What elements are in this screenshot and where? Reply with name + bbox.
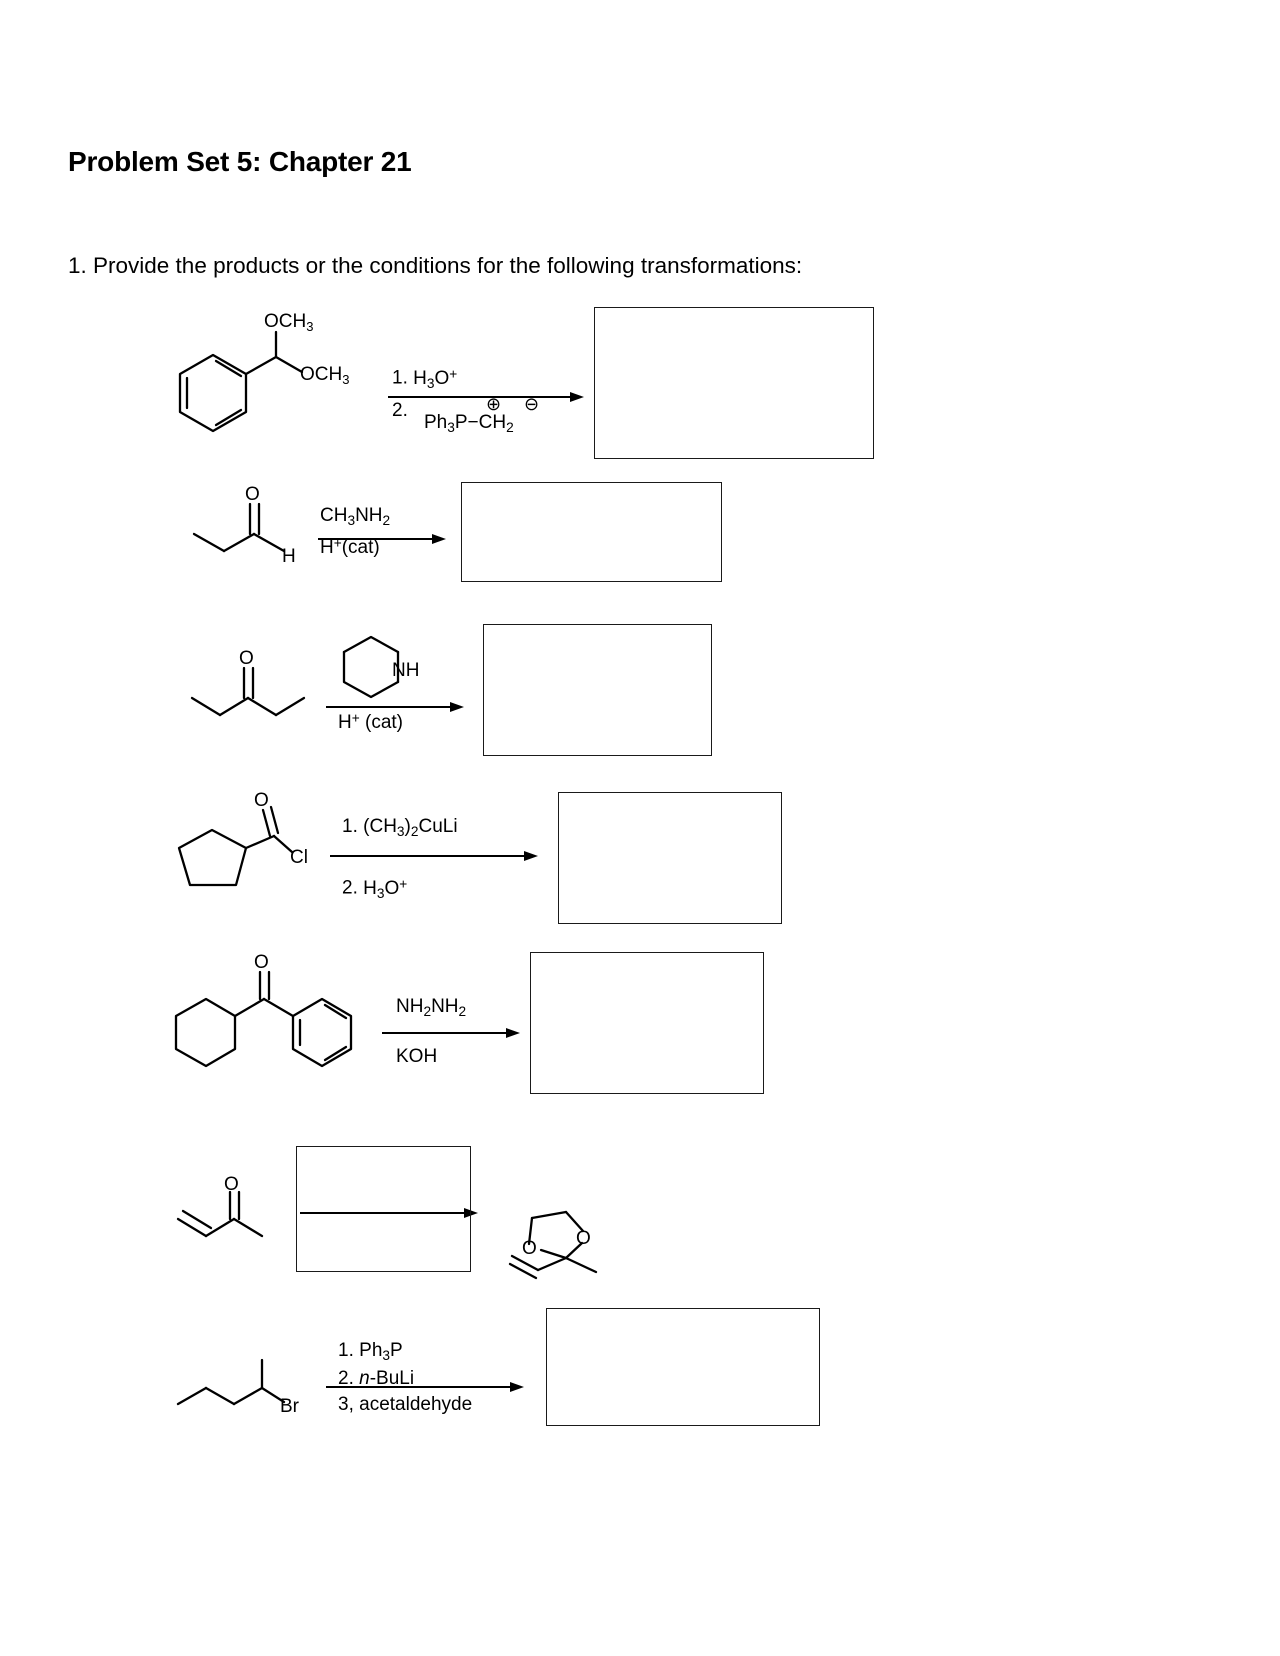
- answer-box-7[interactable]: [546, 1308, 820, 1426]
- label-dioxolane-oxygen-left: O: [522, 1238, 537, 1259]
- reagent-hydrazine: NH2NH2: [396, 996, 467, 1019]
- reagent-methylenetriphenylphosphorane: Ph3P−CH2: [424, 412, 514, 435]
- reagent-potassium-hydroxide: KOH: [396, 1046, 438, 1067]
- label-carbonyl-oxygen-2: O: [245, 484, 260, 505]
- label-dioxolane-oxygen-right: O: [576, 1228, 591, 1249]
- conditions-7-step1: 1. Ph3P: [338, 1340, 403, 1364]
- conditions-5-hydrazine: NH2NH2: [396, 996, 466, 1020]
- answer-box-3[interactable]: [483, 624, 712, 756]
- step-number-7b: 2.: [338, 1368, 354, 1389]
- reaction-arrow-5: [382, 1026, 524, 1045]
- answer-box-4[interactable]: [558, 792, 782, 924]
- label-chlorine: Cl: [290, 847, 308, 868]
- structure-benzaldehyde-dimethyl-acetal: OCH3 OCH3: [168, 311, 398, 442]
- reaction-arrow-3: [326, 700, 468, 719]
- reagent-methylamine: CH3NH2: [320, 505, 391, 528]
- reaction-arrow-1: [388, 390, 588, 409]
- reagent-acetaldehyde: acetaldehyde: [359, 1394, 473, 1415]
- conditions-4-step2: 2. H3O+: [342, 876, 407, 902]
- label-carbonyl-oxygen-6: O: [224, 1174, 239, 1195]
- structure-3-pentanone: O: [186, 648, 331, 728]
- structure-cyclopentanecarbonyl-chloride: O Cl: [166, 790, 326, 910]
- reagent-hydronium-4: H3O+: [363, 876, 408, 901]
- conditions-2-amine: CH3NH2: [320, 505, 390, 529]
- reaction-arrow-4: [330, 849, 542, 868]
- conditions-2-catalyst: H+(cat): [320, 535, 380, 559]
- answer-box-5[interactable]: [530, 952, 764, 1094]
- step-number-7a: 1.: [338, 1340, 354, 1361]
- label-piperidine-nh: NH: [392, 660, 419, 681]
- conditions-1-ylide: Ph3P−CH2: [424, 412, 514, 436]
- problem-prompt: 1. Provide the products or the condition…: [68, 253, 803, 278]
- conditions-7-step3: 3, acetaldehyde: [338, 1394, 472, 1416]
- charge-minus-carbon: ⊖: [524, 394, 540, 414]
- label-carbonyl-oxygen-4: O: [254, 790, 269, 811]
- structure-propanal: O H: [188, 482, 323, 567]
- answer-box-6[interactable]: [296, 1146, 471, 1272]
- label-och3-right: OCH3: [300, 364, 349, 387]
- page-title: Problem Set 5: Chapter 21: [68, 146, 412, 177]
- reagent-triphenylphosphine: Ph3P: [359, 1340, 403, 1363]
- reaction-arrow-6: [300, 1206, 482, 1225]
- label-carbonyl-oxygen-3: O: [239, 648, 254, 669]
- step-number-7c: 3,: [338, 1394, 354, 1415]
- structure-methyl-vinyl-ketone: O: [174, 1174, 294, 1267]
- step-number-1a: 1.: [392, 367, 408, 389]
- answer-box-1[interactable]: [594, 307, 874, 459]
- structure-2-methyl-2-vinyl-dioxolane: O O: [506, 1186, 626, 1280]
- reagent-gilman: (CH3)2CuLi: [363, 816, 458, 839]
- label-aldehyde-hydrogen: H: [282, 546, 296, 567]
- reagent-acid-catalyst-2: H+(cat): [320, 535, 380, 558]
- label-carbonyl-oxygen-5: O: [254, 952, 269, 973]
- conditions-7-step2: 2. n-BuLi: [338, 1368, 414, 1390]
- conditions-4-step1: 1. (CH3)2CuLi: [342, 816, 458, 840]
- step-number-4b: 2.: [342, 877, 358, 899]
- conditions-1-step1: 1. H3O+: [392, 366, 457, 392]
- charge-plus-phosphorus: ⊕: [486, 394, 502, 414]
- answer-box-2[interactable]: [461, 482, 722, 582]
- conditions-5-base: KOH: [396, 1046, 437, 1068]
- reaction-arrow-7: [326, 1380, 528, 1399]
- conditions-1-step2: 2.: [392, 400, 408, 422]
- reagent-acid-catalyst-3: H+ (cat): [338, 710, 403, 733]
- reagent-hydronium-1: H3O+: [413, 366, 458, 391]
- reagent-n-butyllithium: n-BuLi: [359, 1368, 415, 1389]
- structure-cyclohexyl-phenyl-ketone: O: [168, 952, 368, 1077]
- step-number-1b: 2.: [392, 400, 408, 421]
- structure-piperidine: NH: [326, 624, 436, 704]
- conditions-3-catalyst: H+ (cat): [338, 710, 403, 734]
- label-bromine: Br: [280, 1396, 300, 1417]
- step-number-4a: 1.: [342, 816, 358, 837]
- label-och3-top: OCH3: [264, 311, 313, 334]
- reaction-arrow-2: [318, 532, 450, 551]
- structure-2-bromopentane: Br: [172, 1336, 322, 1426]
